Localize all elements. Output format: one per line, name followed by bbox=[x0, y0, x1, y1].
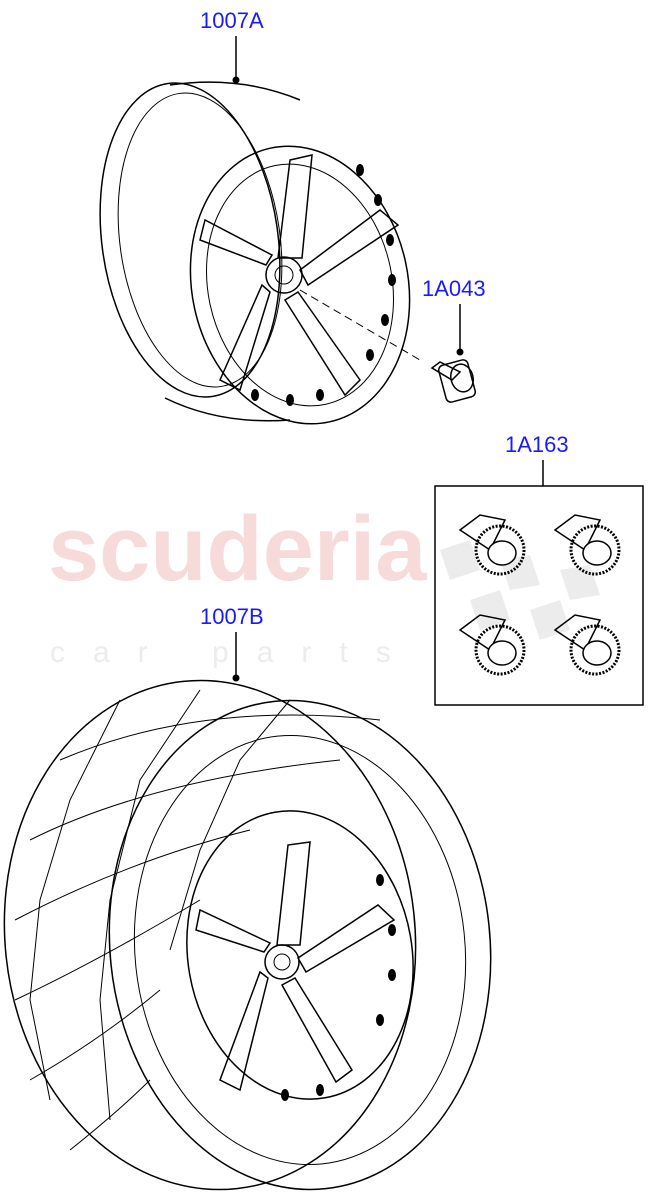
kit-box bbox=[434, 485, 644, 706]
alloy-wheel-drawing[interactable] bbox=[81, 71, 435, 444]
callout-1a163[interactable]: 1A163 bbox=[505, 432, 569, 486]
watermark: scuderia car parts bbox=[48, 498, 427, 669]
watermark-text: scuderia bbox=[48, 498, 427, 600]
callout-1007a[interactable]: 1007A bbox=[200, 8, 264, 84]
callout-label[interactable]: 1A163 bbox=[505, 432, 569, 457]
callout-1007b[interactable] bbox=[232, 632, 240, 682]
callout-1007b-label[interactable]: 1007B bbox=[200, 604, 264, 629]
checkered-flag-watermark bbox=[440, 540, 600, 640]
wheel-and-tyre-drawing[interactable] bbox=[0, 660, 515, 1200]
callout-label[interactable]: 1007A bbox=[200, 8, 264, 33]
wheel-nut-drawing[interactable] bbox=[430, 359, 477, 403]
callout-label[interactable]: 1A043 bbox=[422, 276, 486, 301]
locking-nut-kit-drawing[interactable] bbox=[434, 485, 644, 706]
callout-1a043[interactable]: 1A043 bbox=[422, 276, 486, 356]
watermark-subtext: car parts bbox=[50, 636, 419, 669]
